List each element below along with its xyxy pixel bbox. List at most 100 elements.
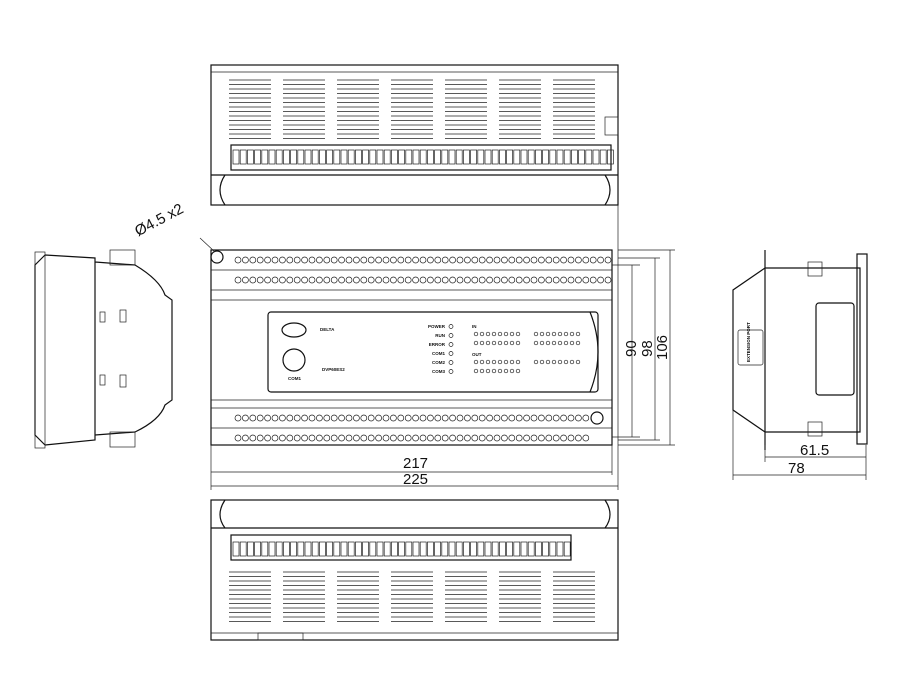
terminal (333, 541, 341, 557)
io-led (551, 331, 557, 337)
terminal-screw (279, 414, 286, 422)
terminal-screw (249, 256, 257, 264)
height-dimensions: 90 98 106 (612, 249, 675, 446)
io-led (563, 331, 569, 337)
terminal (283, 541, 290, 557)
io-led (497, 340, 503, 346)
io-led (539, 331, 545, 337)
terminal-screw (279, 256, 286, 264)
terminal-screw (486, 414, 493, 422)
terminal (412, 149, 420, 165)
terminal-screw (345, 434, 353, 442)
terminal-screw (330, 256, 338, 264)
terminal-screw (493, 276, 501, 284)
terminal (383, 149, 391, 165)
terminal-screw (353, 434, 360, 442)
terminal-screw (501, 276, 508, 284)
terminal (491, 541, 499, 557)
terminal-screw (538, 256, 545, 264)
io-led (473, 331, 479, 337)
terminal (491, 149, 499, 165)
terminal (376, 149, 384, 165)
terminal-screw (545, 256, 553, 264)
led-label: RUN (435, 333, 445, 338)
model-label: DVP60ES2 (322, 367, 345, 372)
terminal (362, 541, 369, 557)
io-led (479, 368, 485, 374)
terminal (369, 149, 377, 165)
terminal (434, 541, 441, 557)
terminal-screw (412, 276, 419, 284)
brand-logo: DELTA (320, 327, 335, 332)
terminal-screw (441, 434, 449, 442)
terminal-screw (441, 256, 449, 264)
io-led (557, 331, 563, 337)
terminal (499, 541, 506, 557)
terminal-screw (316, 256, 323, 264)
terminal-screw (560, 414, 567, 422)
terminal (362, 149, 369, 165)
terminal-screw (530, 434, 538, 442)
terminal-screw (271, 256, 279, 264)
terminal (398, 149, 405, 165)
io-led (479, 359, 485, 365)
io-led (545, 359, 551, 365)
terminal-screw (249, 414, 257, 422)
terminal-screw (478, 434, 486, 442)
terminal-screw (404, 414, 412, 422)
terminal-screw (323, 276, 331, 284)
terminal-screw (545, 276, 553, 284)
terminal (290, 541, 297, 557)
terminal-screw (441, 276, 449, 284)
terminal (326, 541, 333, 557)
terminal-screw (412, 414, 419, 422)
terminal-screw (353, 256, 360, 264)
terminal (391, 541, 398, 557)
terminal (427, 149, 434, 165)
terminal-screw (545, 414, 553, 422)
terminal (513, 149, 521, 165)
terminal-screw (256, 276, 264, 284)
terminal-screw (338, 434, 345, 442)
terminal-screw (449, 276, 456, 284)
terminal-screw (530, 256, 538, 264)
terminal-screw (360, 256, 368, 264)
io-led (557, 359, 563, 365)
terminal-screw (412, 434, 419, 442)
terminal-screw (323, 434, 331, 442)
terminal (268, 541, 276, 557)
terminal (297, 541, 305, 557)
terminal (455, 149, 463, 165)
terminal-screw (360, 434, 368, 442)
mounting-hole (590, 411, 604, 425)
io-led (533, 331, 539, 337)
terminal (470, 149, 477, 165)
terminal (607, 149, 614, 165)
led-label: COM2 (432, 360, 445, 365)
io-led (515, 368, 521, 374)
terminal (383, 541, 391, 557)
terminal-screw (441, 414, 449, 422)
terminal (347, 149, 355, 165)
terminal-screw (242, 434, 249, 442)
terminal (477, 149, 485, 165)
terminal-screw (523, 414, 530, 422)
terminal-screw (478, 276, 486, 284)
terminal-screw (330, 414, 338, 422)
terminal (239, 541, 247, 557)
terminal (520, 149, 528, 165)
terminal-screw (575, 256, 582, 264)
terminal-screw (575, 276, 582, 284)
terminal-screw (242, 414, 249, 422)
terminal-screw (360, 414, 368, 422)
terminal (340, 541, 348, 557)
io-led (485, 331, 491, 337)
terminal (261, 149, 269, 165)
terminal-screw (508, 434, 516, 442)
led-label: COM3 (432, 369, 445, 374)
terminal-screw (515, 434, 523, 442)
terminal-screw (330, 276, 338, 284)
dim-61-5: 61.5 (800, 442, 829, 459)
terminal-screw (530, 276, 538, 284)
io-led (473, 359, 479, 365)
